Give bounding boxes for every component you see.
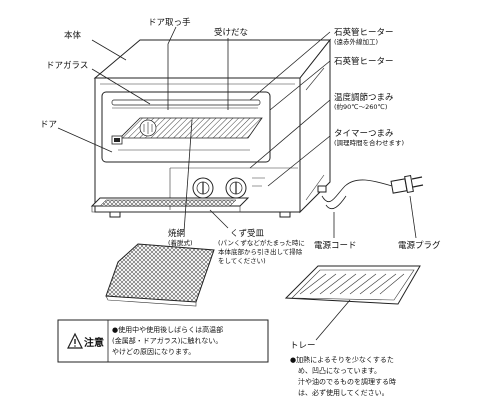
tray-note-line-2: め、凹凸になっています。 <box>298 367 381 375</box>
caution-line-1: ●使用中や使用後しばらくは高温部 <box>112 325 223 334</box>
label-grill-net-sub: (着脱式) <box>168 238 193 247</box>
door-glass <box>101 91 271 163</box>
label-hontai: 本体 <box>64 30 82 41</box>
grill-net-drawing <box>105 243 215 307</box>
caution-line-2: (金属部・ドアガラス)に触れない。 <box>112 336 222 345</box>
warning-triangle-icon <box>67 332 83 349</box>
label-temp-knob: 温度調節つまみ <box>334 92 394 103</box>
label-sekiei-heater-1-sub: (遠赤外線加工) <box>334 37 378 46</box>
label-sekiei-heater-1: 石英管ヒーター <box>334 27 394 38</box>
caution-line-3: やけどの原因になります。 <box>112 348 195 356</box>
power-plug-icon <box>390 175 424 194</box>
tray-note-line-4: は、必ず使用してください。 <box>298 388 389 397</box>
label-timer-knob-sub: (調理時間を合わせます) <box>334 138 404 147</box>
label-crumb-tray-sub1: (パンくずなどがたまった時に <box>218 238 305 247</box>
label-grill-net: 焼網 <box>168 228 185 239</box>
tray-note-line-1: ●加熱によるそりを少なくするた <box>290 355 394 364</box>
crumb-tray-drawing <box>90 197 250 213</box>
label-temp-knob-sub: (約90℃〜260℃) <box>334 102 387 111</box>
caution-box: 注意 ●使用中や使用後しばらくは高温部 (金属部・ドアガラス)に触れない。 やけ… <box>57 319 269 363</box>
label-sekiei-heater-2: 石英管ヒーター <box>334 56 394 67</box>
label-crumb-tray-sub2: 本体底部から引き出して掃除 <box>218 247 303 256</box>
label-uke-dana: 受けだな <box>214 27 248 38</box>
caution-title: 注意 <box>84 336 104 349</box>
power-cord-drawing <box>321 175 424 210</box>
tray-note-line-3: 汁や油のでるものを調理する時 <box>298 377 396 386</box>
label-tray: トレー <box>290 341 316 351</box>
label-crumb-tray: くず受皿 <box>230 228 265 239</box>
label-power-cord: 電源コード <box>314 241 357 251</box>
label-power-plug: 電源プラグ <box>398 240 441 251</box>
label-timer-knob: タイマーつまみ <box>334 129 394 139</box>
label-door-handle: ドア取っ手 <box>148 17 191 28</box>
door-handle <box>111 135 123 145</box>
label-door-glass: ドアガラス <box>46 60 88 71</box>
tray-drawing <box>284 265 421 305</box>
leader-lines <box>57 26 417 341</box>
tray-note: ●加熱によるそりを少なくするた め、凹凸になっています。 汁や油のでるものを調理… <box>290 355 396 397</box>
label-door: ドア <box>40 120 57 130</box>
label-crumb-tray-sub3: をしてください) <box>218 257 266 265</box>
